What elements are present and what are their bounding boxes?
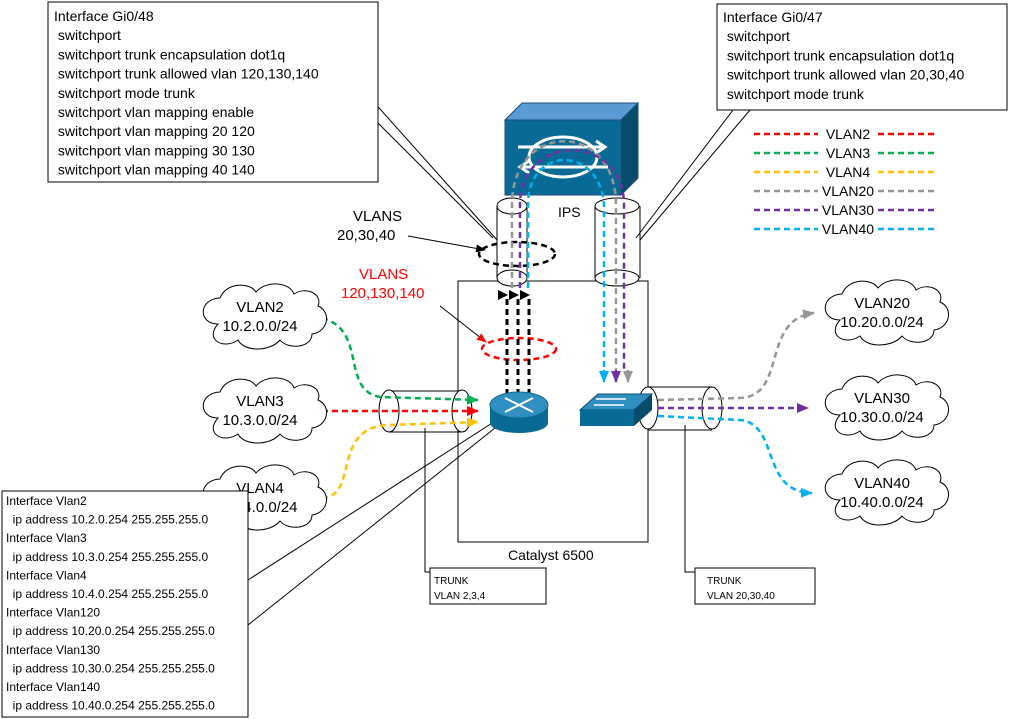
left-vlan-links <box>321 316 479 500</box>
config-line: Interface Vlan120 <box>6 606 100 620</box>
ips-label: IPS <box>558 204 581 220</box>
svi-config-callout: Interface Vlan2 ip address 10.2.0.254 25… <box>1 490 249 718</box>
gi47-config-callout: Interface Gi0/47 switchport switchport t… <box>716 3 1008 111</box>
ips-device: IPS <box>503 101 640 220</box>
trunk-right-line1: TRUNK <box>707 576 742 587</box>
config-line: Interface Gi0/47 <box>723 9 823 25</box>
config-line: switchport vlan mapping 30 130 <box>54 142 255 158</box>
callout-pointers <box>247 99 751 626</box>
vlans-red-pointer <box>439 305 487 343</box>
cloud-vlan2-subnet: 10.2.0.0/24 <box>222 318 297 335</box>
cloud-vlan3-subnet: 10.3.0.0/24 <box>222 412 297 429</box>
config-line: Interface Vlan4 <box>6 568 87 582</box>
trunk-left-line1: TRUNK <box>434 576 469 587</box>
legend-label: VLAN4 <box>826 164 871 180</box>
trunk-right-callout: TRUNK VLAN 20,30,40 <box>694 567 816 605</box>
config-line: ip address 10.20.0.254 255.255.255.0 <box>6 624 215 638</box>
cloud-vlan40: VLAN40 10.40.0.0/24 <box>824 459 950 526</box>
router <box>489 391 549 433</box>
config-line: switchport vlan mapping enable <box>54 104 254 120</box>
ips-to-switch-arrows <box>599 370 633 383</box>
config-line: switchport vlan mapping 40 140 <box>54 162 255 178</box>
config-line: Interface Vlan2 <box>6 494 87 508</box>
trunk-left-line2: VLAN 2,3,4 <box>434 591 486 602</box>
config-line: Interface Gi0/48 <box>54 8 154 24</box>
vlans-black-pointer <box>407 235 486 253</box>
cloud-vlan2: VLAN2 10.2.0.0/24 <box>202 283 328 350</box>
config-line: ip address 10.2.0.254 255.255.255.0 <box>6 513 208 527</box>
svi-config-text: Interface Vlan2 ip address 10.2.0.254 25… <box>6 494 215 713</box>
config-line: switchport trunk allowed vlan 20,30,40 <box>723 67 964 83</box>
config-line: Interface Vlan140 <box>6 680 100 694</box>
legend-label: VLAN3 <box>826 145 871 161</box>
cloud-vlan40-name: VLAN40 <box>854 475 910 492</box>
router-to-ips-arrows <box>498 290 531 395</box>
config-line: ip address 10.4.0.254 255.255.255.0 <box>6 587 208 601</box>
switch-icon <box>594 398 626 406</box>
legend-label: VLAN30 <box>822 202 874 218</box>
config-line: Interface Vlan130 <box>6 643 100 657</box>
ips-loops <box>510 140 626 370</box>
router-icon <box>504 397 534 413</box>
cloud-vlan20-subnet: 10.20.0.0/24 <box>840 314 923 331</box>
switch <box>578 393 654 426</box>
vlans-red-label-line2: 120,130,140 <box>341 285 424 302</box>
vlans-black-label-line1: VLANS <box>353 208 402 225</box>
config-line: switchport vlan mapping 20 120 <box>54 123 255 139</box>
vlans-red-label-line1: VLANS <box>359 266 408 283</box>
catalyst-label: Catalyst 6500 <box>508 547 594 563</box>
config-line: Interface Vlan3 <box>6 531 87 545</box>
gi48-config-callout: Interface Gi0/48 switchport switchport t… <box>47 1 379 183</box>
cloud-vlan3: VLAN3 10.3.0.0/24 <box>202 377 328 444</box>
cloud-vlan40-subnet: 10.40.0.0/24 <box>840 494 923 511</box>
config-line: switchport <box>54 27 121 43</box>
config-line: switchport <box>723 28 790 44</box>
cloud-vlan30-name: VLAN30 <box>854 390 910 407</box>
legend-label: VLAN20 <box>822 183 874 199</box>
gi48-config-text: Interface Gi0/48 switchport switchport t… <box>54 8 319 178</box>
trunk-left-callout: TRUNK VLAN 2,3,4 <box>429 567 547 605</box>
config-line: switchport mode trunk <box>54 85 196 101</box>
cloud-vlan2-name: VLAN2 <box>236 299 284 316</box>
config-line: switchport mode trunk <box>723 86 865 102</box>
right-vlan-links <box>657 309 815 498</box>
gi47-config-text: Interface Gi0/47 switchport switchport t… <box>723 9 964 102</box>
config-line: ip address 10.40.0.254 255.255.255.0 <box>6 699 215 713</box>
legend-label: VLAN2 <box>826 126 871 142</box>
vlans-black-label-line2: 20,30,40 <box>337 227 395 244</box>
config-line: switchport trunk encapsulation dot1q <box>723 47 954 63</box>
cloud-vlan20-name: VLAN20 <box>854 295 910 312</box>
ips-cable-right <box>594 197 641 287</box>
trunk-right-line2: VLAN 20,30,40 <box>707 591 775 602</box>
cloud-vlan30: VLAN30 10.30.0.0/24 <box>824 374 950 441</box>
cloud-vlan3-name: VLAN3 <box>236 393 284 410</box>
config-line: switchport trunk allowed vlan 120,130,14… <box>54 66 319 82</box>
config-line: switchport trunk encapsulation dot1q <box>54 46 285 62</box>
legend-label: VLAN40 <box>822 221 874 237</box>
cloud-vlan20: VLAN20 10.20.0.0/24 <box>824 279 950 346</box>
cloud-vlan30-subnet: 10.30.0.0/24 <box>840 409 923 426</box>
config-line: ip address 10.30.0.254 255.255.255.0 <box>6 661 215 675</box>
vlans-20-30-40-ring <box>477 240 557 268</box>
config-line: ip address 10.3.0.254 255.255.255.0 <box>6 550 208 564</box>
